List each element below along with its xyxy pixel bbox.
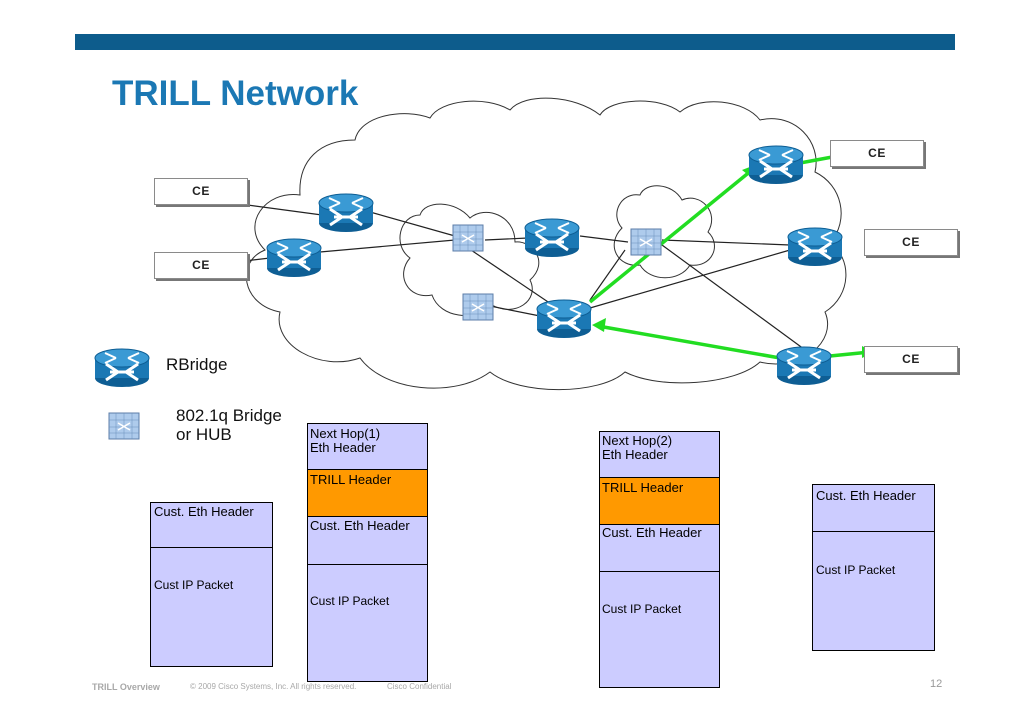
footer-copyright: © 2009 Cisco Systems, Inc. All rights re… <box>190 682 357 691</box>
top-banner <box>75 34 955 50</box>
ce-device: CE <box>864 346 958 373</box>
packet3-eth-label: Cust. Eth Header <box>602 525 702 540</box>
page-title: TRILL Network <box>112 74 359 113</box>
packet4-ip-label: Cust IP Packet <box>816 563 896 577</box>
packet2-ip <box>307 564 428 682</box>
packet2-trill-label: TRILL Header <box>310 472 392 487</box>
ce-device: CE <box>154 252 248 279</box>
ce-device: CE <box>864 229 958 256</box>
page-number: 12 <box>930 678 943 690</box>
legend-bridge-label: 802.1q Bridge <box>176 406 282 425</box>
bridge-hub-icon <box>108 412 140 440</box>
packet4-eth-header <box>812 484 935 532</box>
packet2-nexthop-label: Next Hop(1) Eth Header <box>310 426 381 455</box>
rbridge-router-icon <box>535 298 593 340</box>
packet1-eth-header <box>150 502 273 548</box>
packet3-trill-header <box>599 477 720 525</box>
footer-title: TRILL Overview <box>92 682 160 692</box>
packet2-nexthop-header <box>307 423 428 470</box>
ce-device: CE <box>830 140 924 167</box>
packet2-eth-label: Cust. Eth Header <box>310 518 410 533</box>
ce-device: CE <box>154 178 248 205</box>
packet3-ip-label: Cust IP Packet <box>602 602 682 616</box>
packet3-ip <box>599 571 720 688</box>
inner-cloud <box>399 203 540 316</box>
rbridge-router-icon <box>93 347 151 389</box>
rbridge-router-icon <box>786 226 844 268</box>
bridge-hub-icon <box>630 228 662 256</box>
packet1-ip <box>150 547 273 667</box>
packet1-ip-label: Cust IP Packet <box>154 578 234 592</box>
packet3-nexthop-label: Next Hop(2) Eth Header <box>602 433 673 462</box>
legend-hub-label: or HUB <box>176 425 232 444</box>
packet2-ip-label: Cust IP Packet <box>310 594 390 608</box>
rbridge-router-icon <box>523 217 581 259</box>
packet4-eth-label: Cust. Eth Header <box>816 488 916 503</box>
bridge-hub-icon <box>462 293 494 321</box>
packet3-trill-label: TRILL Header <box>602 480 684 495</box>
rbridge-router-icon <box>317 192 375 234</box>
packet4-ip <box>812 531 935 651</box>
packet2-eth-header <box>307 516 428 565</box>
packet1-eth-label: Cust. Eth Header <box>154 504 254 519</box>
rbridge-router-icon <box>775 345 833 387</box>
rbridge-router-icon <box>747 144 805 186</box>
legend-rbridge-label: RBridge <box>166 355 228 374</box>
rbridge-router-icon <box>265 237 323 279</box>
bridge-hub-icon <box>452 224 484 252</box>
footer-confidential: Cisco Confidential <box>387 682 452 691</box>
packet3-eth-header <box>599 524 720 572</box>
